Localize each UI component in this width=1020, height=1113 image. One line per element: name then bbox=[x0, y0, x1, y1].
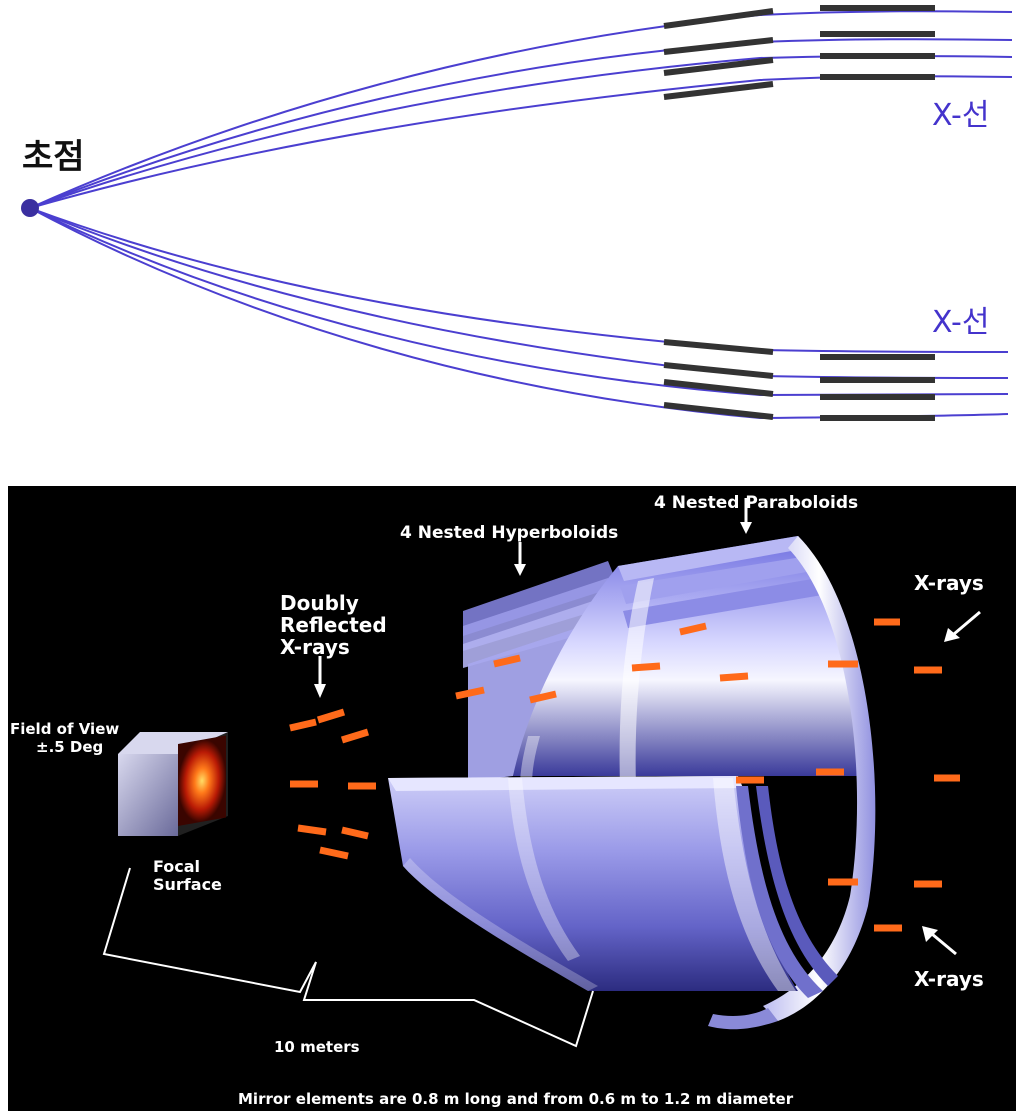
xray-dashes bbox=[289, 618, 960, 932]
arrow-xrays-lower-icon bbox=[922, 926, 938, 942]
xray-label-lower: X-선 bbox=[932, 305, 989, 340]
arrow-doubly-reflected-icon bbox=[314, 684, 326, 698]
upper-rays bbox=[29, 10, 1013, 209]
focal-surface-line2: Surface bbox=[153, 875, 222, 894]
lower-rays bbox=[29, 207, 1009, 420]
focal-point bbox=[21, 199, 39, 217]
distance-bracket bbox=[102, 867, 594, 1048]
field-of-view-line1: Field of View bbox=[10, 720, 119, 738]
doubly-reflected-line3: X-rays bbox=[280, 635, 350, 659]
xray-label-upper: X-선 bbox=[932, 98, 989, 133]
arrow-paraboloids-icon bbox=[740, 522, 752, 534]
xrays-upper-label: X-rays bbox=[914, 571, 984, 595]
upper-mirror-segments bbox=[663, 5, 935, 100]
hyperboloids-label: 4 Nested Hyperboloids bbox=[400, 523, 618, 543]
focal-surface-line1: Focal bbox=[153, 857, 200, 876]
ray-trace-diagram: 초점 X-선 X-선 bbox=[0, 0, 1020, 480]
ray-trace-svg: 초점 X-선 X-선 bbox=[21, 5, 1013, 421]
lower-mirror-segments bbox=[663, 339, 935, 421]
telescope-illustration: 4 Nested Paraboloids 4 Nested Hyperboloi… bbox=[8, 486, 1016, 1111]
paraboloids-label: 4 Nested Paraboloids bbox=[654, 493, 858, 513]
doubly-reflected-line2: Reflected bbox=[280, 613, 387, 637]
arrow-hyperboloids-icon bbox=[514, 564, 526, 576]
focal-image bbox=[178, 735, 226, 827]
distance-label: 10 meters bbox=[274, 1038, 360, 1056]
caption: Mirror elements are 0.8 m long and from … bbox=[238, 1090, 794, 1108]
telescope-svg: 4 Nested Paraboloids 4 Nested Hyperboloi… bbox=[10, 493, 984, 1108]
field-of-view-line2: ±.5 Deg bbox=[36, 738, 103, 756]
pointer-arrows bbox=[314, 498, 981, 956]
rim-ring bbox=[708, 536, 876, 1030]
focus-label: 초점 bbox=[22, 137, 85, 177]
focal-surface-cube bbox=[118, 732, 228, 836]
paraboloid-shells bbox=[513, 536, 868, 786]
arrow-xrays-upper-icon bbox=[944, 628, 960, 642]
doubly-reflected-line1: Doubly bbox=[280, 591, 359, 615]
inner-shells bbox=[736, 786, 838, 998]
xrays-lower-label: X-rays bbox=[914, 967, 984, 991]
front-shell bbox=[388, 776, 798, 991]
